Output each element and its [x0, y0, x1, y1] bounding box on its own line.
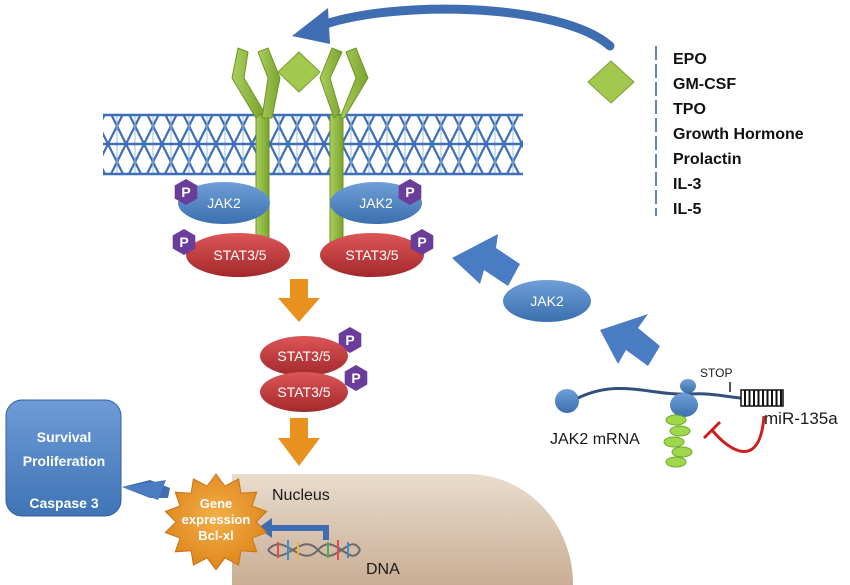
svg-text:P: P — [405, 184, 414, 200]
outcome-label-1: Survival — [37, 429, 91, 445]
outcome-label-3: Caspase 3 — [29, 495, 98, 511]
orange-arrow-down-2 — [278, 418, 320, 466]
svg-text:P: P — [351, 370, 360, 386]
dna-to-gene-arrow — [268, 525, 329, 540]
cytokine-item: IL-5 — [673, 201, 702, 218]
mirna-label: miR-135a — [764, 409, 838, 428]
svg-text:P: P — [345, 332, 354, 348]
cytokine-item: EPO — [673, 51, 707, 68]
phospho-group: P P P P P P — [172, 179, 434, 391]
cytokine-item: Growth Hormone — [673, 126, 804, 143]
jak2-free-label: JAK2 — [530, 293, 564, 309]
ribosome — [670, 379, 698, 417]
phospho-marker: P — [338, 327, 362, 353]
jak2-free — [503, 280, 591, 322]
cytokine-list: EPO GM-CSF TPO Growth HormoneProlactinIL-3I… — [673, 51, 804, 218]
receptor-right — [319, 47, 369, 266]
gene-label-1: Gene — [200, 496, 233, 511]
stat-dimer-bottom — [260, 372, 348, 412]
mrna-label: JAK2 mRNA — [550, 431, 640, 448]
stat-dimer-bottom-label: STAT3/5 — [277, 384, 330, 400]
gene-label-3: Bcl-xl — [198, 528, 233, 543]
cell-membrane — [103, 113, 523, 176]
blue-arrow-to-jak2 — [600, 314, 660, 366]
gene-to-outcome-arrow — [122, 480, 170, 500]
mirna-135a — [740, 389, 784, 407]
jak2-left — [178, 182, 270, 224]
dna-helix — [267, 540, 361, 560]
stat-dimer-top-label: STAT3/5 — [277, 348, 330, 364]
outcome-label-2: Proliferation — [23, 453, 105, 469]
stat-dimer-top — [260, 336, 348, 376]
nucleus — [232, 473, 574, 585]
phospho-marker: P — [174, 179, 198, 205]
mirna-inhibition — [710, 415, 766, 453]
jak2-mrna — [555, 387, 771, 413]
peptide-bead — [663, 436, 685, 448]
cytokine-item: IL-3 — [673, 176, 702, 193]
receptor-left — [231, 47, 281, 266]
stop-label: STOP — [700, 366, 732, 380]
peptide-bead — [665, 456, 687, 468]
jak2-right-label: JAK2 — [359, 195, 393, 211]
svg-text:P: P — [417, 234, 426, 250]
dna-label: DNA — [366, 561, 400, 578]
ligand-free-diamond — [587, 60, 635, 104]
stat-right-label: STAT3/5 — [345, 247, 398, 263]
phospho-marker: P — [398, 179, 422, 205]
cytokine-item: GM-CSF — [673, 76, 736, 93]
svg-text:P: P — [181, 184, 190, 200]
nascent-peptide — [663, 414, 693, 468]
peptide-bead — [669, 425, 691, 437]
gene-expression-star — [164, 473, 268, 571]
stat-right — [320, 233, 424, 277]
orange-arrow-down-1 — [278, 279, 320, 322]
gene-label-2: expression — [182, 512, 251, 527]
dna-to-gene-arrow-head — [258, 518, 272, 538]
phospho-marker: P — [410, 229, 434, 255]
jak2-left-label: JAK2 — [207, 195, 241, 211]
peptide-bead — [665, 414, 687, 426]
stat-left — [186, 233, 290, 277]
nucleus-label: Nucleus — [272, 487, 330, 504]
blue-arrow-to-stat — [452, 234, 520, 286]
ligand-return-arrow-head — [292, 8, 330, 44]
phospho-marker: P — [172, 229, 196, 255]
outcome-box — [5, 399, 122, 517]
ligand-bound-diamond — [277, 51, 321, 93]
stat-left-label: STAT3/5 — [213, 247, 266, 263]
ligand-return-arrow — [315, 4, 615, 51]
inhibition-bar — [702, 420, 722, 440]
cytokine-item: Prolactin — [673, 151, 741, 168]
phospho-marker: P — [344, 365, 368, 391]
cytokine-item: TPO — [673, 101, 706, 118]
svg-text:P: P — [179, 234, 188, 250]
peptide-bead — [671, 446, 693, 458]
